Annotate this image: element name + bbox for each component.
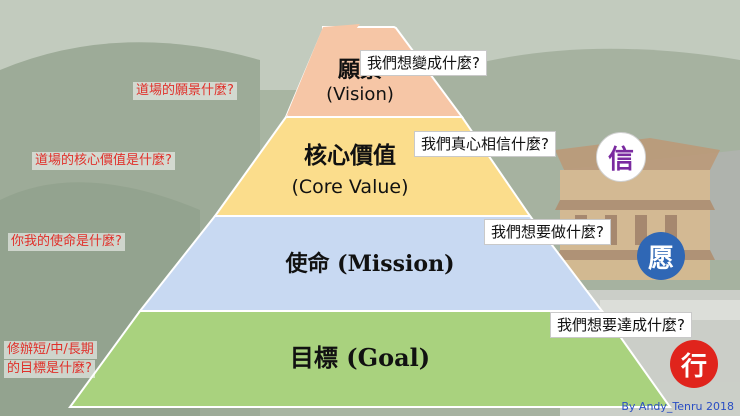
question-box-goal: 我們想要達成什麼?: [550, 312, 692, 338]
left-question-goal-line2: 的目標是什麼?: [4, 360, 95, 378]
tier-core-value-title: 核心價值: [304, 143, 396, 169]
left-question-mission: 你我的使命是什麼?: [8, 233, 125, 251]
tier-core-value-subtitle: (Core Value): [291, 176, 409, 198]
badge-xin: 信: [596, 132, 646, 182]
left-question-vision: 道場的願景什麼?: [133, 82, 237, 100]
badge-xing: 行: [670, 340, 718, 388]
left-question-goal-line1: 修辦短/中/長期: [4, 341, 97, 359]
tier-mission-label: 使命 (Mission): [200, 249, 540, 279]
tier-goal-label: 目標 (Goal): [190, 343, 530, 373]
badge-xing-char: 行: [680, 351, 707, 382]
left-question-core-value: 道場的核心價值是什麼?: [32, 152, 175, 170]
question-box-core-value: 我們真心相信什麼?: [414, 131, 556, 157]
tier-mission-title: 使命 (Mission): [285, 251, 455, 277]
question-box-vision: 我們想變成什麼?: [360, 50, 487, 76]
badge-yuan-char: 愿: [647, 243, 674, 274]
tier-goal-title: 目標 (Goal): [289, 343, 431, 372]
tier-vision-label: 願景 (Vision): [270, 58, 450, 106]
badge-yuan: 愿: [637, 232, 685, 280]
tier-core-value-label: 核心價值 (Core Value): [230, 142, 470, 200]
question-box-mission: 我們想要做什麼?: [484, 219, 611, 245]
author-credit: By Andy_Tenru 2018: [621, 400, 734, 413]
tier-vision-subtitle: (Vision): [326, 84, 394, 105]
badge-xin-char: 信: [607, 144, 634, 175]
